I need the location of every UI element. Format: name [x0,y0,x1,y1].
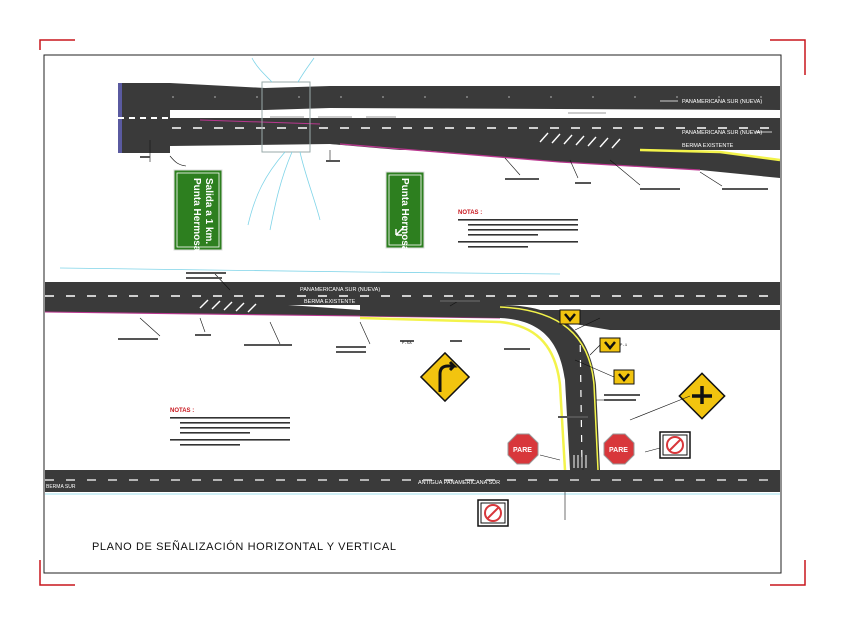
notes-top-lines [458,219,578,248]
guide-sign-left-line2: Salida a 1 km. [203,178,214,244]
ramp [359,305,600,471]
warning-sign-junction [678,372,726,420]
sign-code-p-left: P-5A [402,342,412,346]
warning-sign-curve-right [419,351,471,403]
bottom-road [45,470,780,495]
drawing-frame [43,54,782,574]
top-road [118,57,781,231]
road-label-berma-1: BERMA EXISTENTE [682,143,734,149]
plan-title: PLANO DE SEÑALIZACIÓN HORIZONTAL Y VERTI… [92,541,397,553]
sign-code-p-right: P-1 [620,344,628,348]
water-line [59,267,561,275]
guide-sign-right [385,171,425,249]
stop-sign-left [507,433,539,465]
stop-sign-right-text: PARE [609,447,628,454]
road-label-nueva-3: PANAMERICANA SUR (NUEVA) [300,287,380,293]
guide-sign-left-line1: Punta Hermosa [191,178,202,252]
road-label-nueva-1: PANAMERICANA SUR (NUEVA) [682,99,762,105]
top-annotations [149,140,723,187]
no-turn-sign-right [659,431,691,459]
road-label-nueva-2: PANAMERICANA SUR (NUEVA) [682,130,762,136]
guide-sign-right-line1: Punta Hermosa [399,178,410,252]
top-small-text [140,112,768,190]
road-label-antigua: ANTIGUA PANAMERICANA SUR [418,480,500,486]
chevron-signs [559,309,635,385]
stop-sign-right [603,433,635,465]
corner-marks [39,39,806,586]
road-label-berma-sur: BERMA SUR [46,484,76,490]
middle-small-text [118,272,640,418]
notes-top-title: NOTAS : [458,210,482,216]
road-label-berma-2: BERMA EXISTENTE [304,299,356,305]
no-turn-sign-bottom [477,499,509,527]
notes-bottom-lines [170,417,290,446]
stop-sign-left-text: PARE [513,447,532,454]
guide-sign-left [173,169,223,251]
notes-bottom-title: NOTAS : [170,408,194,414]
